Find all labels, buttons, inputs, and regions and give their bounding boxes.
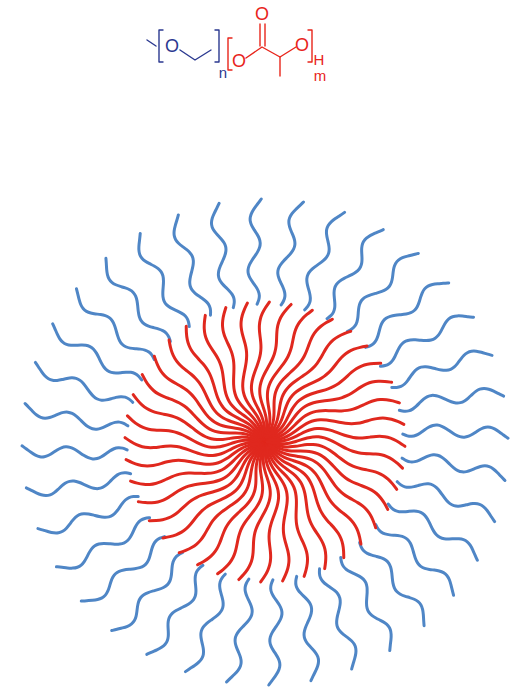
oxygen-atom: O (295, 36, 309, 54)
peg-chain (26, 473, 130, 496)
peg-corona (22, 199, 508, 685)
peg-chain (35, 362, 132, 402)
peg-chain (397, 482, 494, 522)
oxygen-atom: O (232, 52, 246, 70)
peg-chain (53, 324, 142, 380)
peg-chain (327, 230, 383, 319)
peg-chain (211, 203, 234, 307)
micelle (22, 199, 508, 685)
peg-chain (399, 388, 503, 411)
peg-chain (402, 455, 505, 481)
peg-chain (174, 215, 211, 315)
peg-chain (403, 425, 508, 438)
peg-chain (38, 496, 138, 533)
oxygen-atom: O (165, 37, 179, 55)
peg-chain (25, 404, 128, 430)
peg-chain (305, 212, 345, 309)
peg-block-bonds (147, 30, 219, 62)
peg-chain (147, 565, 203, 654)
peg-chain (227, 579, 253, 682)
peg-chain (22, 446, 127, 459)
peg-chain (248, 199, 261, 304)
peg-chain (388, 504, 477, 560)
peg-chain (278, 202, 304, 305)
peg-chain (319, 569, 356, 669)
peg-chain (269, 580, 282, 685)
peg-chain (296, 576, 319, 680)
repeat-index: m (314, 68, 327, 83)
end-group-atom: H (314, 52, 325, 67)
repeat-index: n (219, 65, 227, 80)
peg-chain (185, 574, 225, 671)
structural-formula (147, 24, 312, 76)
oxygen-atom: O (255, 5, 269, 23)
pla-core (125, 302, 405, 582)
peg-chain (392, 351, 492, 388)
pla-block-bonds (228, 24, 312, 76)
pla-chain (267, 437, 403, 468)
